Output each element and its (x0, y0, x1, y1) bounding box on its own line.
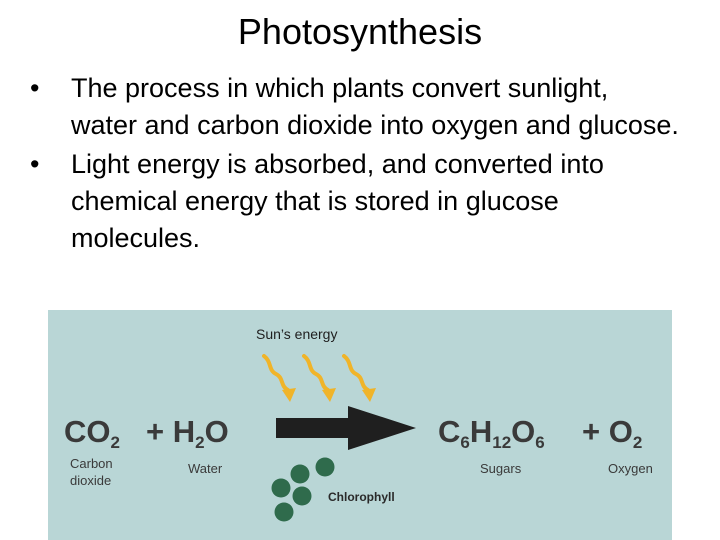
product-glucose-label: Sugars (480, 461, 522, 476)
sun-ray-arrowheads-icon (282, 388, 376, 402)
bullet-list: • The process in which plants convert su… (30, 70, 680, 259)
reaction-arrow-shaft (276, 418, 350, 438)
sun-ray-arrowhead (362, 388, 376, 402)
slide-title: Photosynthesis (237, 11, 483, 52)
bullet-item: • The process in which plants convert su… (30, 70, 680, 144)
reactant-h2o-label: Water (188, 461, 223, 476)
bullet-text: Light energy is absorbed, and converted … (71, 149, 604, 253)
product-glucose-formula: C6H12O6 (438, 414, 545, 452)
sun-rays-icon (262, 354, 370, 392)
product-oxygen-formula: + O2 (582, 414, 642, 452)
chlorophyll-label: Chlorophyll (328, 490, 395, 504)
chlorophyll-dot (292, 486, 312, 506)
reactant-h2o-formula: + H2O (146, 414, 229, 452)
reaction-arrow-icon (276, 406, 416, 450)
product-oxygen-label: Oxygen (608, 461, 653, 476)
sun-ray-arrow (342, 354, 370, 392)
sun-ray-arrow (302, 354, 330, 392)
chlorophyll-dot (274, 502, 294, 522)
chlorophyll-molecules-icon (271, 457, 335, 522)
chlorophyll-dot (315, 457, 335, 477)
reaction-arrow-head (348, 406, 416, 450)
bullet-item: • Light energy is absorbed, and converte… (30, 146, 680, 257)
chlorophyll-dot (271, 478, 291, 498)
sun-ray-arrow (262, 354, 290, 392)
sun-energy-label: Sun’s energy (256, 326, 337, 342)
sun-ray-arrowhead (322, 388, 336, 402)
chlorophyll-dot (290, 464, 310, 484)
bullet-dot-icon: • (30, 149, 40, 179)
reactant-co2-formula: CO2 (64, 414, 120, 452)
bullet-dot-icon: • (30, 73, 40, 103)
sun-ray-arrowhead (282, 388, 296, 402)
bullet-text: The process in which plants convert sunl… (71, 73, 679, 140)
